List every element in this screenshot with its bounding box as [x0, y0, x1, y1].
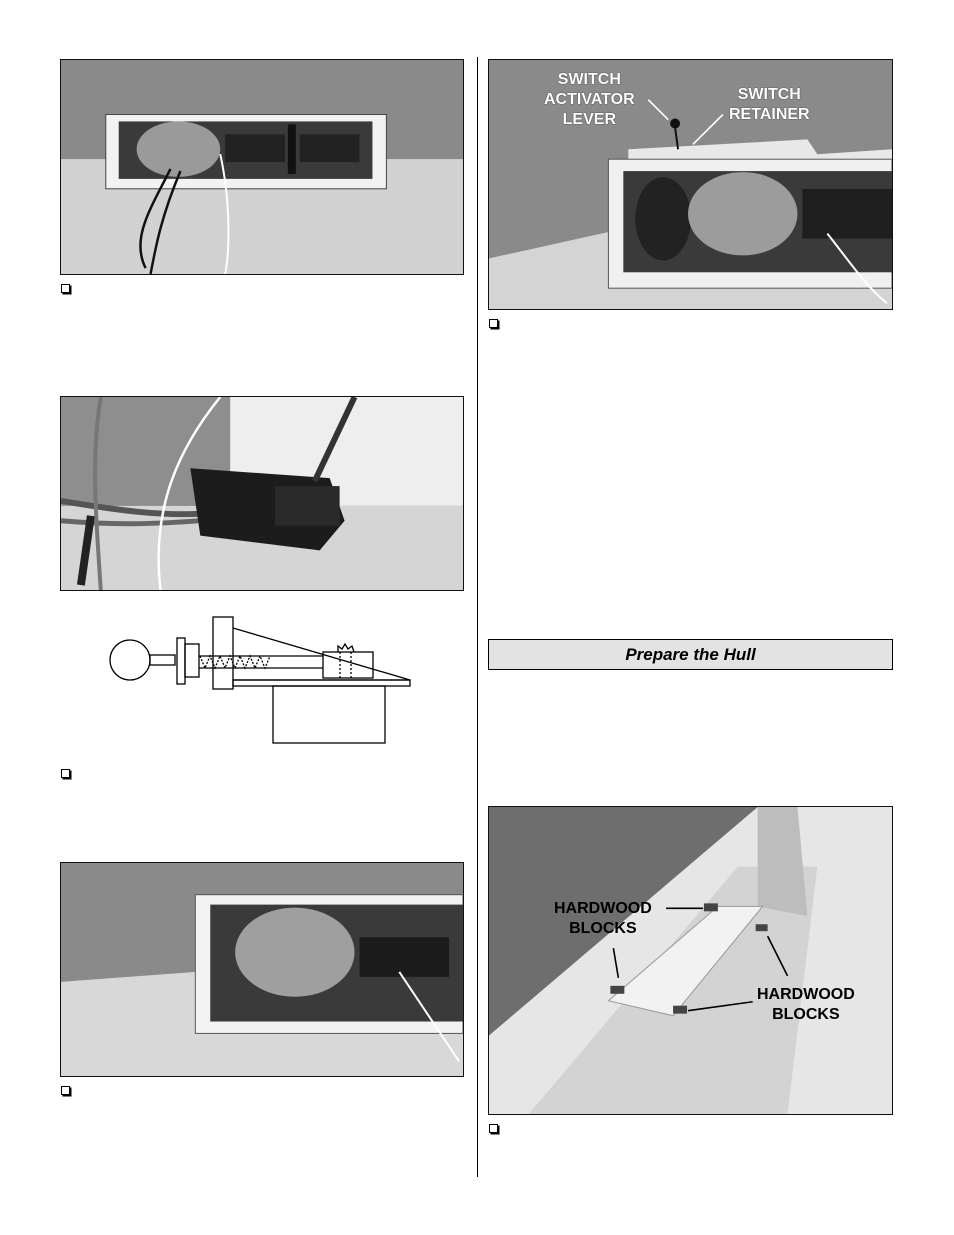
- diagram-servo: [272, 685, 386, 744]
- photo-hull: HARDWOOD BLOCKS HARDWOOD BLOCKS: [488, 806, 893, 1115]
- switch-linkage-diagram: [109, 616, 411, 744]
- checkbox-step-3[interactable]: [61, 1086, 70, 1095]
- photo-radio-compartment: [60, 59, 464, 275]
- receiver-installed-illustration: [61, 863, 463, 1076]
- checkbox-step-2[interactable]: [61, 769, 70, 778]
- switch-assembly-illustration: [61, 397, 463, 590]
- switch-illustration: [489, 60, 892, 309]
- checkbox-step-1[interactable]: [61, 284, 70, 293]
- photo-switch: SWITCH ACTIVATOR LEVER SWITCH RETAINER: [488, 59, 893, 310]
- checkbox-step-4[interactable]: [489, 319, 498, 328]
- callout-hardwood-blocks-right: HARDWOOD BLOCKS: [757, 986, 855, 1023]
- section-header-prepare-hull: Prepare the Hull: [488, 639, 893, 670]
- callout-hardwood-blocks-left: HARDWOOD BLOCKS: [554, 900, 652, 937]
- column-divider: [477, 57, 478, 1177]
- callout-switch-retainer: SWITCH RETAINER: [729, 86, 810, 123]
- hull-illustration: [489, 807, 892, 1114]
- diagram-knob: [109, 639, 151, 681]
- radio-compartment-illustration: [61, 60, 463, 274]
- callout-switch-activator-lever: SWITCH ACTIVATOR LEVER: [544, 71, 635, 128]
- photo-receiver-installed: [60, 862, 464, 1077]
- checkbox-step-5[interactable]: [489, 1124, 498, 1133]
- photo-switch-assembly: [60, 396, 464, 591]
- section-title: Prepare the Hull: [625, 644, 756, 664]
